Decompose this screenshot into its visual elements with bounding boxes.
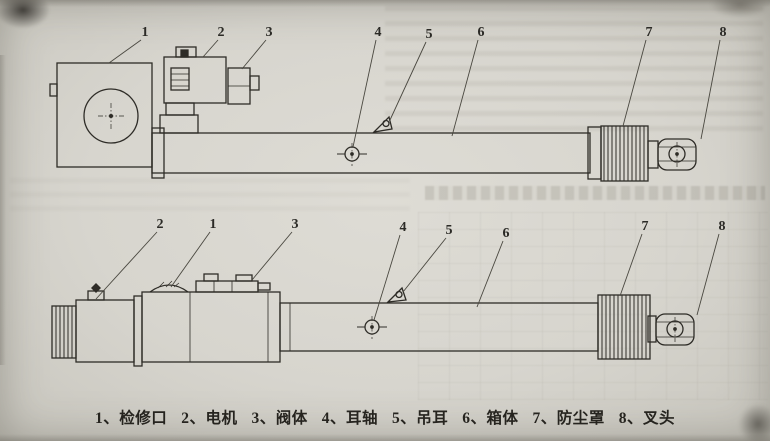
callout-top-1: 1 — [142, 25, 149, 40]
callout-bottom-5: 5 — [446, 223, 453, 238]
legend-item-6: 6、箱体 — [462, 410, 519, 427]
legend-item-4: 4、耳轴 — [321, 410, 378, 427]
lifting-lug-top-view — [372, 115, 393, 133]
callout-bottom-6: 6 — [503, 226, 510, 241]
callout-top-5: 5 — [426, 27, 433, 42]
callout-bottom-3: 3 — [292, 217, 299, 232]
lifting-lug-side-view — [386, 286, 407, 303]
callout-bottom-2: 2 — [157, 217, 164, 232]
motor-side-view — [51, 283, 143, 367]
dust-cover-bellows-side-view — [597, 294, 651, 360]
legend-item-7: 7、防尘罩 — [532, 410, 605, 427]
legend-item-5: 5、吊耳 — [392, 410, 449, 427]
top-view-drawing — [49, 39, 721, 182]
valve-body-top-view — [227, 67, 260, 105]
callout-top-7: 7 — [646, 25, 653, 40]
dust-cover-bellows-top-view — [600, 125, 649, 182]
bottom-view-drawing — [51, 231, 720, 367]
callout-top-8: 8 — [720, 25, 727, 40]
callout-top-6: 6 — [478, 25, 485, 40]
legend-item-2: 2、电机 — [181, 410, 238, 427]
fork-head-side-view — [647, 313, 695, 346]
callout-top-2: 2 — [218, 25, 225, 40]
leader-lines-top-view — [108, 39, 721, 148]
trunnion-side-view — [357, 316, 387, 339]
callout-top-4: 4 — [375, 25, 382, 40]
cylinder-tube-top-view — [151, 126, 602, 180]
motor-top-view — [159, 46, 227, 134]
valve-body-side-view — [195, 273, 271, 293]
callout-bottom-8: 8 — [719, 219, 726, 234]
gearbox-housing — [49, 62, 153, 168]
inspection-port-dome — [149, 280, 189, 293]
cylinder-tube-side-view — [279, 302, 599, 352]
callout-bottom-7: 7 — [642, 219, 649, 234]
legend-item-1: 1、检修口 — [94, 410, 168, 427]
callout-bottom-1: 1 — [210, 217, 217, 232]
legend: 1、检修口 2、电机 3、阀体 4、耳轴 5、吊耳 6、箱体 7、防尘罩 8、叉… — [0, 406, 770, 428]
legend-item-3: 3、阀体 — [251, 410, 308, 427]
callout-bottom-4: 4 — [400, 220, 407, 235]
fork-head-top-view — [647, 138, 697, 171]
callout-top-3: 3 — [266, 25, 273, 40]
trunnion-top-view — [337, 143, 367, 166]
inspection-port-circle — [83, 88, 139, 144]
gearbox-side-view — [141, 291, 281, 363]
leader-lines-bottom-view — [95, 231, 720, 321]
legend-item-8: 8、叉头 — [618, 410, 676, 427]
